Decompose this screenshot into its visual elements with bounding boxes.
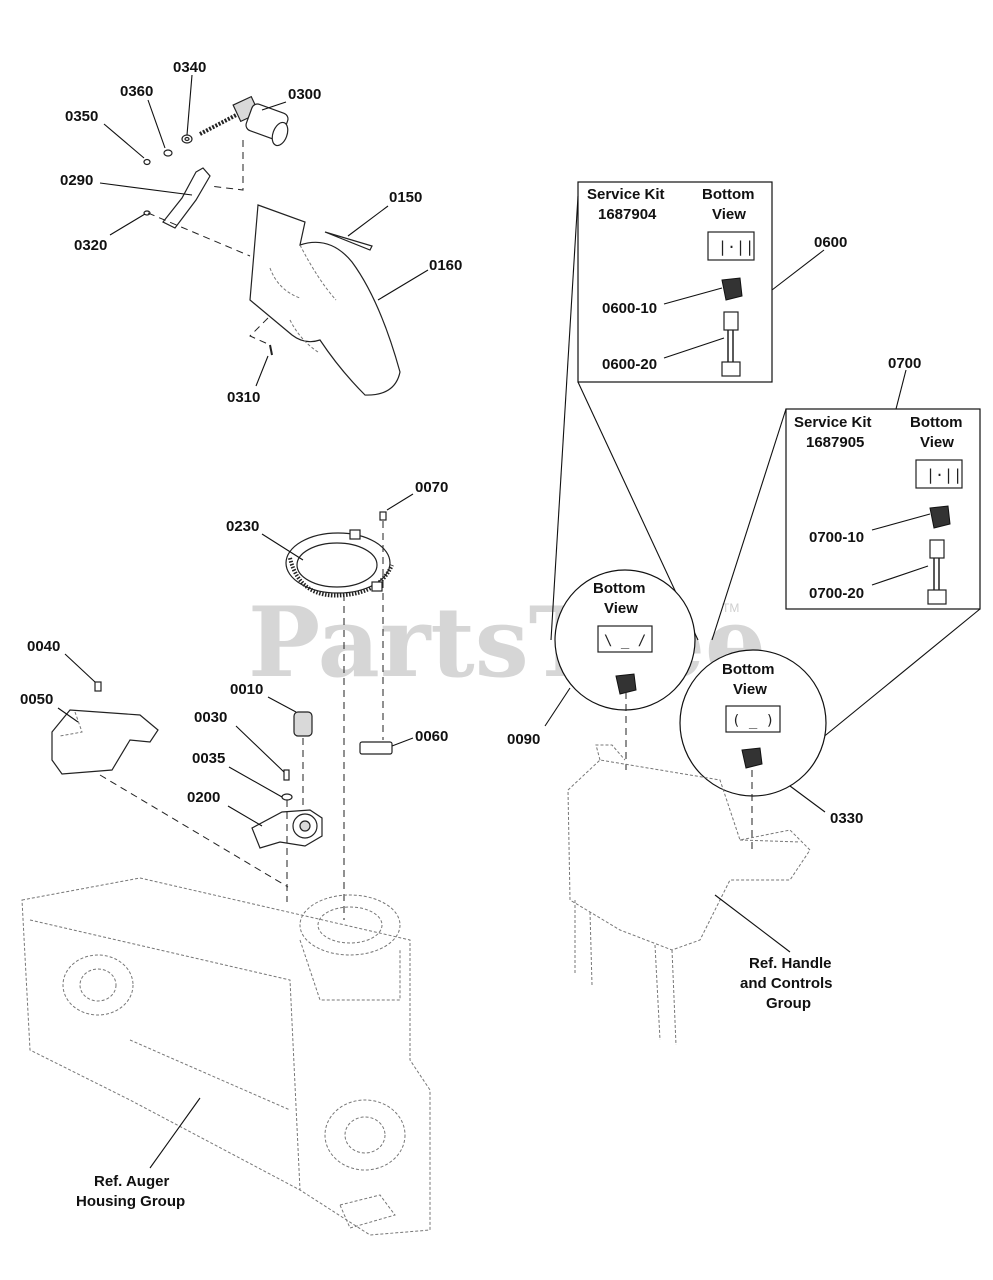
callout-0060[interactable]: 0060 (415, 728, 448, 745)
auger-housing-ref (21, 877, 431, 1236)
cover-0050[interactable] (51, 709, 159, 775)
kit-0600-title-2: 1687904 (598, 206, 657, 223)
callout-0230[interactable]: 0230 (226, 518, 259, 535)
kit-0700-title-2: 1687905 (806, 434, 864, 451)
callout-0070[interactable]: 0070 (415, 479, 448, 496)
gear-0010[interactable] (293, 711, 313, 737)
callout-0700-10[interactable]: 0700-10 (809, 529, 864, 546)
harness-0700-20[interactable] (927, 539, 947, 605)
screw-0320[interactable] (143, 210, 151, 216)
detail-circle-0090: \ _ / (554, 569, 696, 711)
kit-0600-view-1: Bottom (702, 186, 755, 203)
deflector-0150[interactable] (324, 231, 373, 251)
switch-0600-10[interactable] (721, 277, 743, 301)
service-kit-0600: |·|| (577, 181, 773, 383)
nut-0350[interactable] (143, 158, 151, 166)
washer-0340[interactable] (181, 134, 193, 144)
service-kit-0700: |·|| (785, 408, 981, 610)
callout-0360[interactable]: 0360 (120, 83, 153, 100)
kit-0700-view-1: Bottom (910, 414, 963, 431)
kit-0700-title-1: Service Kit (794, 414, 872, 431)
callout-0040[interactable]: 0040 (27, 638, 60, 655)
detail-0090-title-2: View (604, 600, 638, 617)
callout-0010[interactable]: 0010 (230, 681, 263, 698)
callout-0035[interactable]: 0035 (192, 750, 225, 767)
ring-gear-0230[interactable] (285, 529, 394, 598)
kit-0600-symbol: |·|| (718, 238, 754, 256)
detail-circle-0330: ( _ ) (679, 649, 827, 797)
bracket-0290[interactable] (162, 167, 211, 229)
callout-0050[interactable]: 0050 (20, 691, 53, 708)
screw-0070[interactable] (379, 511, 387, 521)
detail-0330-symbol: ( _ ) (732, 713, 774, 729)
callout-0030[interactable]: 0030 (194, 709, 227, 726)
detail-0090-title-1: Bottom (593, 580, 646, 597)
washer-0360[interactable] (163, 149, 173, 157)
ref-auger-line-2: Housing Group (76, 1193, 185, 1210)
callout-0150[interactable]: 0150 (389, 189, 422, 206)
callout-0600-10[interactable]: 0600-10 (602, 300, 657, 317)
handle-controls-ref (567, 744, 811, 1046)
ref-handle-line-3: Group (766, 995, 811, 1012)
detail-0330-title-1: Bottom (722, 661, 775, 678)
chute-motor-0300[interactable] (199, 95, 291, 148)
kit-0700-view-2: View (920, 434, 954, 451)
motor-0200[interactable] (251, 809, 323, 849)
screw-0030[interactable] (283, 769, 290, 781)
callout-0320[interactable]: 0320 (74, 237, 107, 254)
callout-0300[interactable]: 0300 (288, 86, 321, 103)
switch-0700-10[interactable] (929, 505, 951, 529)
kit-0700-symbol: |·|| (926, 466, 962, 484)
callout-0350[interactable]: 0350 (65, 108, 98, 125)
callout-0700[interactable]: 0700 (888, 355, 921, 372)
ref-handle-line-1: Ref. Handle (749, 955, 832, 972)
callout-0600-20[interactable]: 0600-20 (602, 356, 657, 373)
washer-0035[interactable] (281, 793, 293, 801)
callout-0160[interactable]: 0160 (429, 257, 462, 274)
detail-0330-title-2: View (733, 681, 767, 698)
callout-0090[interactable]: 0090 (507, 731, 540, 748)
callout-0340[interactable]: 0340 (173, 59, 206, 76)
callout-0600[interactable]: 0600 (814, 234, 847, 251)
callout-0700-20[interactable]: 0700-20 (809, 585, 864, 602)
callout-0200[interactable]: 0200 (187, 789, 220, 806)
clip-0060[interactable] (359, 741, 393, 755)
ref-handle-line-2: and Controls (740, 975, 833, 992)
detail-0090-symbol: \ _ / (604, 633, 646, 649)
screw-0040[interactable] (94, 681, 102, 692)
callout-0330[interactable]: 0330 (830, 810, 863, 827)
kit-0600-view-2: View (712, 206, 746, 223)
callout-0310[interactable]: 0310 (227, 389, 260, 406)
kit-0600-title-1: Service Kit (587, 186, 665, 203)
harness-0600-20[interactable] (721, 311, 741, 377)
pin-0310[interactable] (269, 344, 273, 356)
callout-0290[interactable]: 0290 (60, 172, 93, 189)
watermark-trademark: TM (722, 601, 739, 615)
ref-auger-line-1: Ref. Auger (94, 1173, 169, 1190)
chute-0160[interactable] (249, 204, 401, 396)
